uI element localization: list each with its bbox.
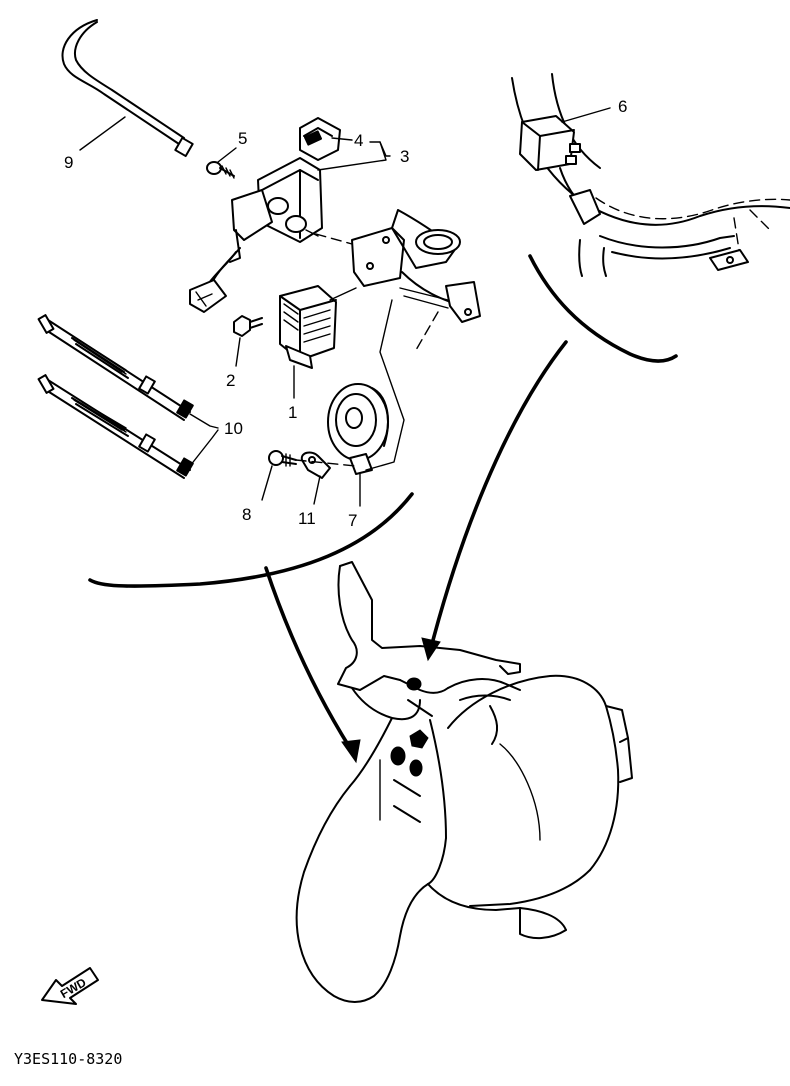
mounting-bracket bbox=[315, 209, 481, 351]
part-7-horn bbox=[327, 299, 405, 507]
part-8-screw bbox=[261, 450, 297, 501]
callout-7: 7 bbox=[348, 511, 357, 530]
part-2-bolt bbox=[233, 315, 263, 367]
callout-2: 2 bbox=[226, 371, 235, 390]
part-1-rectifier-regulator bbox=[279, 285, 357, 399]
part-9-cable-band bbox=[61, 19, 194, 158]
callout-9: 9 bbox=[64, 153, 73, 172]
part-11-clamp bbox=[295, 451, 357, 505]
fwd-direction-arrow: FWD bbox=[41, 967, 99, 1005]
callout-10: 10 bbox=[224, 419, 243, 438]
callout-3: 3 bbox=[400, 147, 409, 166]
section-bracket-right bbox=[528, 254, 678, 363]
scooter-outline bbox=[295, 561, 633, 1003]
callout-4: 4 bbox=[354, 131, 363, 150]
part-10-cable-straps bbox=[37, 314, 219, 479]
section-bracket-left bbox=[88, 492, 414, 588]
pointer-arrow-right bbox=[421, 340, 568, 662]
part-5-screw bbox=[206, 147, 237, 179]
callout-5: 5 bbox=[238, 129, 247, 148]
callout-1: 1 bbox=[288, 403, 297, 422]
callout-6: 6 bbox=[618, 97, 627, 116]
callout-8: 8 bbox=[242, 505, 251, 524]
part-6-relay-frame bbox=[511, 73, 790, 277]
drawing-code: Y3ES110-8320 bbox=[14, 1050, 122, 1068]
part-3-4-leaders bbox=[317, 137, 391, 171]
pointer-arrow-left bbox=[264, 566, 361, 764]
part-3-main-switch bbox=[189, 117, 341, 313]
callout-11: 11 bbox=[298, 509, 316, 528]
